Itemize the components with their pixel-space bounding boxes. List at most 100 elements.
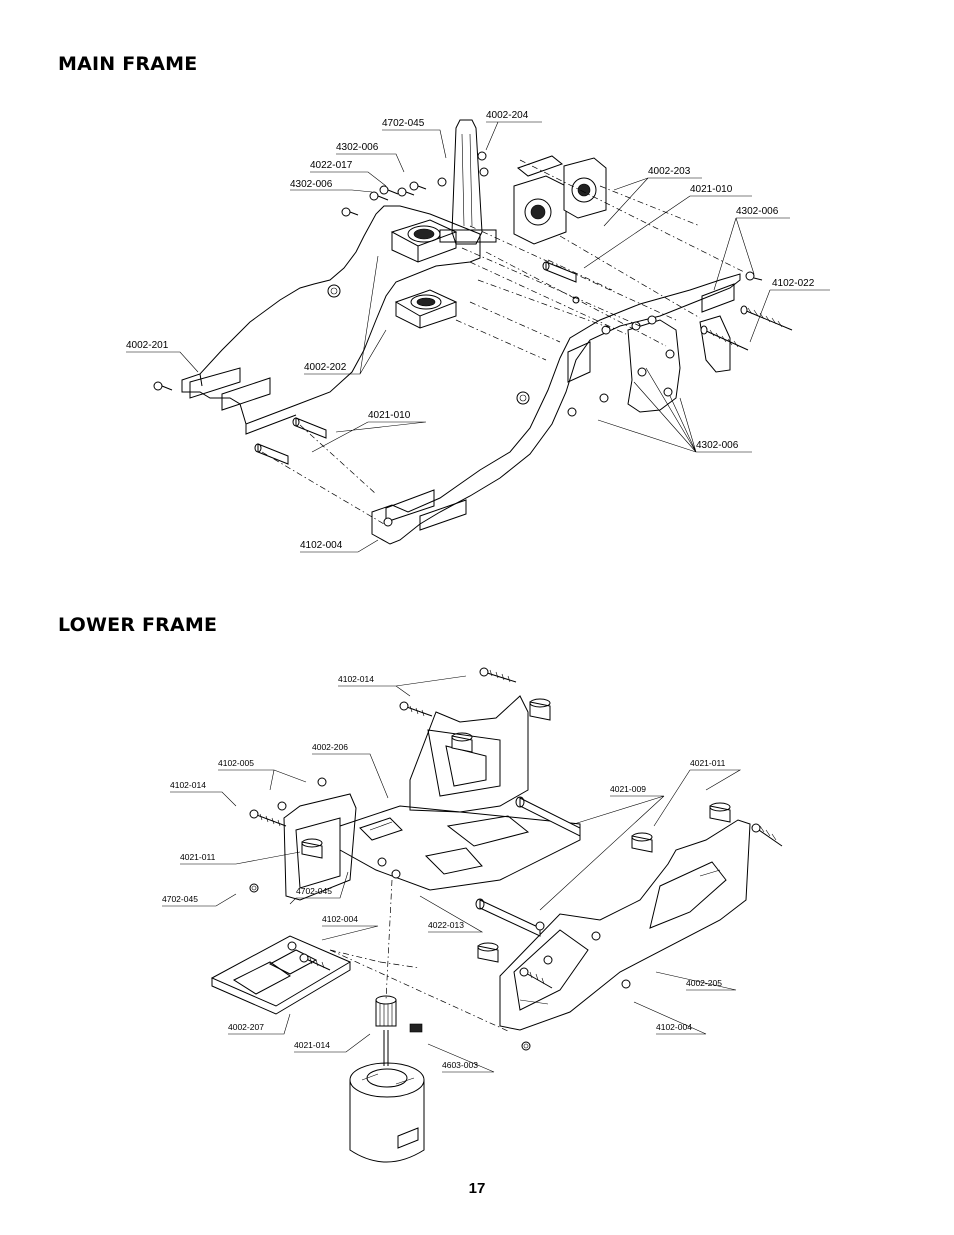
lower-frame-title: LOWER FRAME: [58, 614, 218, 636]
spacer: [709, 802, 731, 823]
screw: [665, 349, 675, 359]
frame-hole-inner: [330, 287, 338, 295]
label-4002-201: 4002-201: [126, 340, 169, 351]
lower-front-window-inner: [445, 745, 487, 787]
screw: [543, 955, 553, 965]
spacer-rod: [475, 898, 541, 937]
bearing-block-lower-side: [395, 302, 457, 329]
label-4002-204: 4002-204: [486, 110, 529, 121]
spacer: [529, 698, 551, 721]
label-4021-011-left: 4021-011: [180, 852, 216, 862]
screw: [479, 167, 489, 177]
long-bolt: [479, 667, 517, 683]
label-4702-045-center: 4702-045: [296, 886, 332, 896]
screw: [287, 941, 297, 951]
assembly-lines: [261, 159, 745, 525]
main-frame-diagram: 4702-045 4002-204 4302-006 4022-017 4302…: [126, 110, 830, 553]
screw: [409, 181, 427, 191]
screw: [745, 271, 763, 281]
frame-rear-plate: [627, 319, 681, 413]
motor: [349, 1062, 425, 1163]
boom-support-base: [439, 229, 497, 243]
lower-right-window: [513, 929, 589, 1011]
screw: [383, 517, 393, 527]
label-4102-004-upper: 4102-004: [322, 914, 358, 924]
lower-right-window-line: [519, 869, 721, 1005]
frame-window: [701, 283, 735, 313]
long-bolt: [249, 809, 287, 827]
motor-mount-slot-line: [369, 821, 393, 831]
label-4702-045: 4702-045: [382, 118, 425, 129]
lower-left-upright: [283, 793, 357, 901]
lower-main-plate: [339, 805, 581, 891]
screw: [341, 207, 359, 217]
label-4302-006-right: 4302-006: [736, 206, 779, 217]
screw: [591, 931, 601, 941]
long-bolt: [519, 967, 553, 989]
frame-cutout: [385, 489, 467, 531]
label-4702-045-left: 4702-045: [162, 894, 198, 904]
servo-tray-window: [268, 949, 318, 975]
screw: [317, 777, 327, 787]
leader-lines: [162, 675, 742, 1073]
label-4021-010-right: 4021-010: [690, 184, 733, 195]
long-bolt: [399, 701, 433, 717]
boom-support-slot: [461, 133, 473, 227]
label-4102-014-left: 4102-014: [170, 780, 206, 790]
lower-front-frame: [409, 695, 529, 813]
motor-vents: [361, 1073, 415, 1085]
screw: [377, 857, 387, 867]
servo-tray-window: [232, 961, 291, 995]
motor-mount-slot: [359, 817, 403, 841]
screw: [637, 367, 647, 377]
label-4102-004-lower: 4102-004: [656, 1022, 692, 1032]
screw: [397, 187, 415, 197]
bearing-bore: [410, 294, 442, 310]
spacer: [631, 832, 653, 853]
spacer: [451, 732, 473, 753]
bearing-bore-inner: [413, 228, 435, 240]
nut: [249, 883, 259, 893]
leader-lines: [126, 121, 830, 553]
screw: [369, 191, 389, 201]
screw: [647, 315, 657, 325]
frame-side-plate-right: [371, 273, 741, 545]
lower-front-window: [427, 729, 501, 797]
screw: [379, 185, 399, 195]
frame-hole-inner: [519, 394, 527, 402]
screw: [153, 381, 173, 391]
lower-right-window: [649, 861, 727, 929]
label-4002-206: 4002-206: [312, 742, 348, 752]
spacer: [301, 838, 323, 859]
label-4102-014-top: 4102-014: [338, 674, 374, 684]
frame-hole: [327, 284, 341, 298]
housing-bore-inner: [577, 183, 591, 197]
label-4002-203: 4002-203: [648, 166, 691, 177]
housing-bore: [524, 198, 552, 226]
label-4302-006-left: 4302-006: [290, 179, 333, 190]
housing-bore-inner: [530, 204, 546, 220]
main-frame-title: MAIN FRAME: [58, 53, 198, 75]
spacer: [254, 443, 289, 465]
screw: [391, 869, 401, 879]
housing-plate: [516, 155, 564, 177]
frame-side-plate: [181, 205, 481, 425]
label-4021-009: 4021-009: [610, 784, 646, 794]
spacer: [477, 942, 499, 963]
long-bolt: [751, 823, 783, 847]
screw: [601, 325, 611, 335]
screw: [277, 801, 287, 811]
long-bolt: [299, 953, 331, 971]
motor-tab: [397, 1127, 419, 1149]
screw: [437, 177, 447, 187]
screw: [535, 921, 545, 931]
label-4603-003: 4603-003: [442, 1060, 478, 1070]
servo-tray-edge: [211, 962, 351, 1015]
bearing-bore-inner: [416, 297, 436, 307]
long-bolt: [700, 325, 749, 351]
lower-left-window: [295, 817, 341, 889]
label-4021-014: 4021-014: [294, 1040, 330, 1050]
label-4022-013: 4022-013: [428, 920, 464, 930]
lower-frame-diagram: 4102-014 4002-206 4102-005 4102-014 4021…: [162, 667, 783, 1163]
housing-bore: [571, 177, 597, 203]
